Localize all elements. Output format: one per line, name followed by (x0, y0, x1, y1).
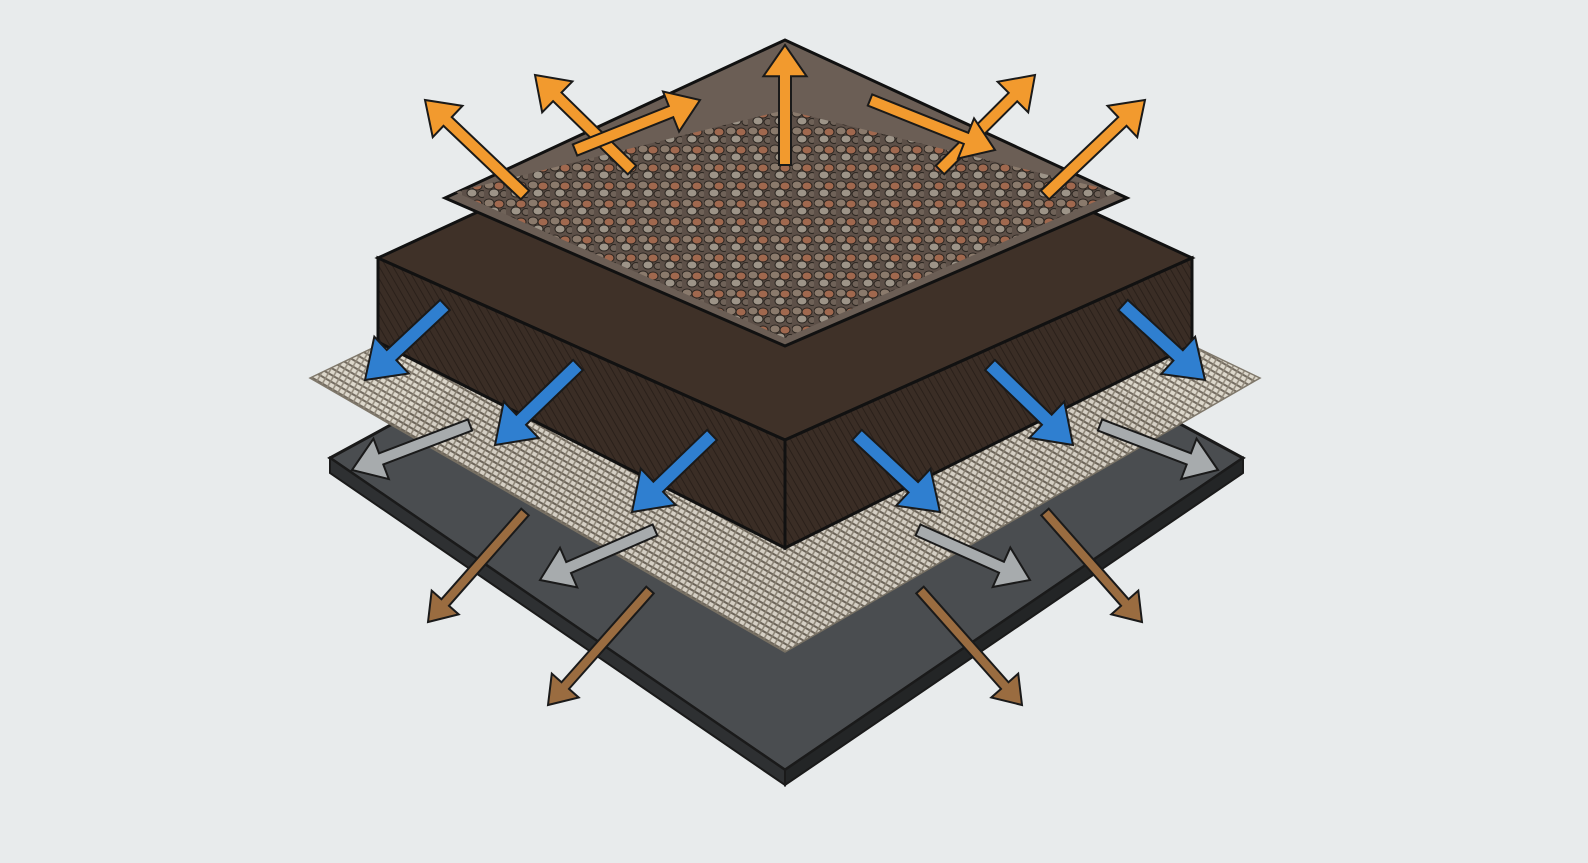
arrow-out-icon (914, 523, 1032, 589)
arrow-down-icon (493, 358, 585, 447)
arrow-down-icon (426, 507, 531, 624)
arrow-down-icon (1039, 507, 1144, 624)
arrow-up-icon (533, 73, 638, 176)
arrow-down-icon (363, 298, 452, 382)
arrow-down-icon (1116, 298, 1207, 382)
arrow-up-icon (761, 43, 809, 166)
arrow-out-icon (1096, 418, 1220, 481)
arrow-down-icon (850, 428, 942, 514)
arrow-up-icon (571, 90, 702, 157)
arrow-down-icon (914, 585, 1024, 707)
arrows-group (350, 43, 1220, 707)
arrow-down-icon (630, 428, 719, 514)
arrow-down-icon (983, 358, 1075, 447)
arrow-up-icon (423, 98, 531, 201)
arrow-up-icon (1039, 98, 1147, 201)
arrow-up-icon (866, 93, 997, 160)
arrow-down-icon (546, 585, 656, 707)
arrow-out-icon (350, 418, 474, 481)
arrow-out-icon (538, 523, 659, 589)
